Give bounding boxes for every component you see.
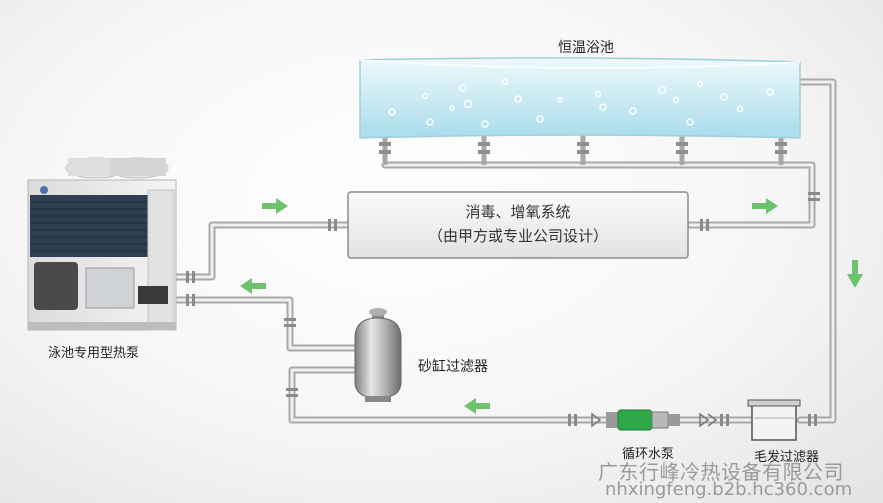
- heat-pump-unit: [27, 157, 177, 331]
- watermark-company: 广东行峰冷热设备有限公司: [598, 460, 844, 484]
- arrow-right-icon: [752, 198, 778, 214]
- arrow-right-icon: [262, 198, 288, 214]
- disinfection-box: [347, 191, 689, 259]
- heat-pump-label: 泳池专用型热泵: [48, 346, 140, 361]
- disinfection-box-label: 消毒、增氧系统 （由甲方或专业公司设计）: [348, 200, 688, 248]
- watermark-url: nhxingfeng.b2b.hc360.com: [605, 479, 853, 500]
- arrow-left-icon: [240, 278, 266, 294]
- pool-label: 恒温浴池: [558, 40, 614, 56]
- pool: [359, 57, 801, 139]
- circulation-pump: [606, 409, 680, 431]
- pump-label: 循环水泵: [622, 447, 675, 462]
- pipe-fittings: [186, 192, 820, 426]
- disinfection-title: 消毒、增氧系统: [465, 203, 571, 221]
- flow-arrows: [240, 198, 863, 414]
- sand-filter-label: 砂缸过滤器: [418, 359, 488, 375]
- arrow-down-icon: [847, 260, 863, 288]
- hair-filter-unit: [747, 399, 801, 441]
- arrow-left-icon: [464, 398, 490, 414]
- sand-filter: [354, 308, 402, 402]
- pool-outlet-joints: [379, 142, 787, 154]
- bubbles: [388, 78, 774, 128]
- hair-filter-label: 毛发过滤器: [754, 450, 820, 465]
- check-valves: [591, 412, 718, 428]
- disinfection-note: （由甲方或专业公司设计）: [427, 227, 608, 245]
